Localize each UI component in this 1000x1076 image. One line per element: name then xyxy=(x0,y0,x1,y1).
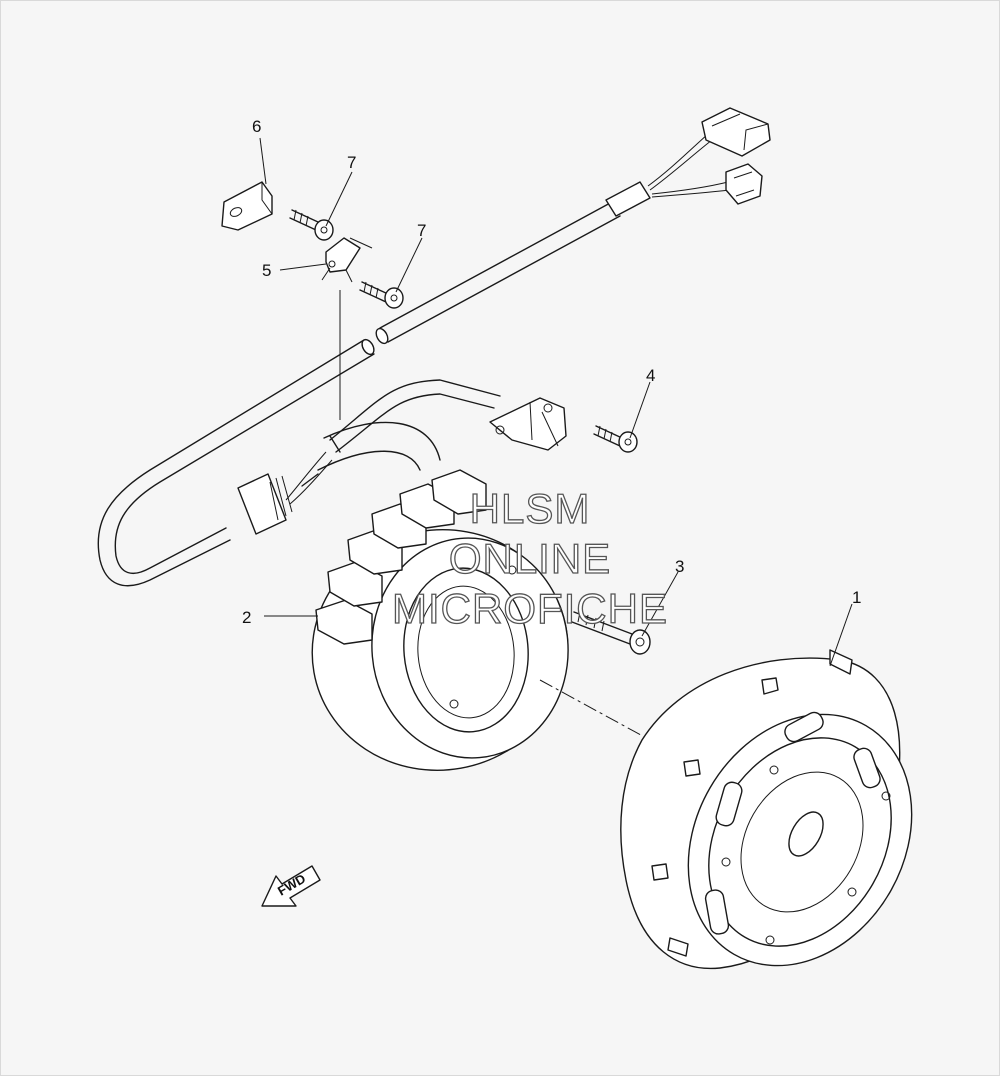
callout-1: 1 xyxy=(852,588,861,607)
callout-5: 5 xyxy=(262,261,271,280)
callout-3: 3 xyxy=(675,557,684,576)
wire-harness xyxy=(97,107,771,587)
screw-part-7-upper xyxy=(289,209,334,241)
callout-2: 2 xyxy=(242,608,251,627)
callout-labels: 1 2 3 4 5 6 7 7 xyxy=(242,117,861,627)
pickup-coil-part-4 xyxy=(489,397,638,453)
rotor-part-1 xyxy=(620,649,913,970)
callout-4: 4 xyxy=(646,366,655,385)
callout-7-upper: 7 xyxy=(347,153,356,172)
watermark-line-1: HLSM xyxy=(469,485,591,532)
bolt-part-3 xyxy=(571,611,651,655)
fwd-direction-arrow: FWD xyxy=(261,865,321,907)
bracket-part-6 xyxy=(221,181,273,231)
leader-lines xyxy=(259,137,853,667)
callout-7-lower: 7 xyxy=(417,221,426,240)
screw-part-7-lower xyxy=(359,281,404,309)
assembly-axis-line xyxy=(539,679,651,741)
callout-6: 6 xyxy=(252,117,261,136)
stator-part-2 xyxy=(311,469,569,771)
watermark-line-2: ONLINE xyxy=(448,535,612,582)
clamp-part-5 xyxy=(321,237,373,283)
watermark-line-3: MICROFICHE xyxy=(391,585,668,632)
